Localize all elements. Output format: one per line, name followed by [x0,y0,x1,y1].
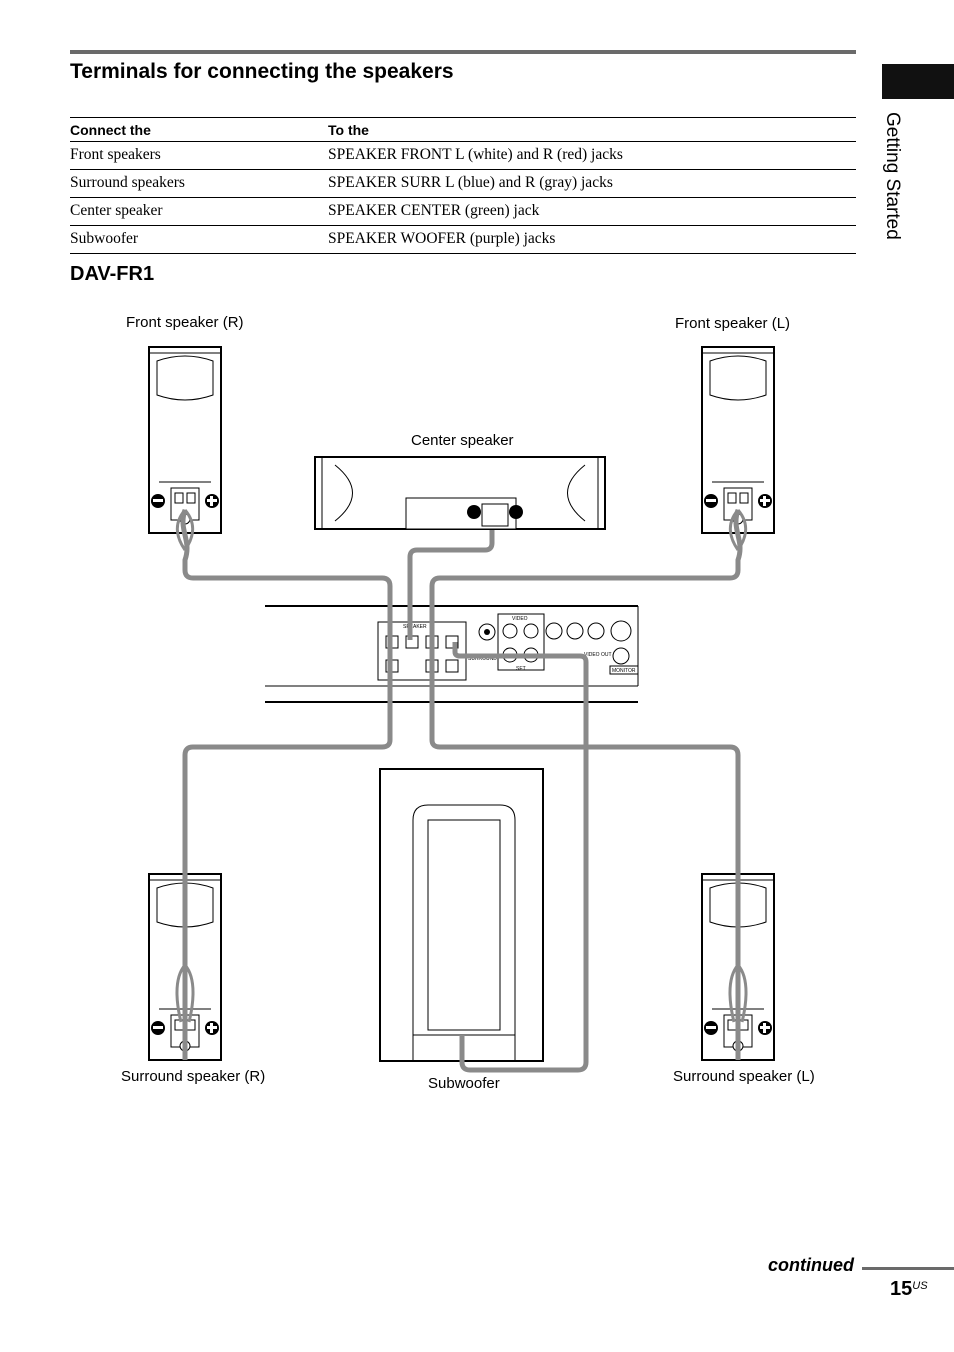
connection-diagram: SPEAKER VIDEO SET SURROUND VIDEO OUT MON… [0,300,954,1120]
panel-label-video-out: VIDEO OUT [584,652,612,658]
continued-rule [862,1267,954,1270]
table-cell: SPEAKER SURR L (blue) and R (gray) jacks [328,169,856,198]
page-number-value: 15 [890,1278,913,1300]
label-front-right: Front speaker (R) [126,314,244,331]
subwoofer [379,768,544,1062]
side-tab: Getting Started [870,112,936,272]
page-number: 15US [890,1278,928,1301]
table-cell: SPEAKER FRONT L (white) and R (red) jack… [328,141,856,170]
label-surround-right: Surround speaker (R) [121,1068,266,1085]
table-cell: Surround speakers [70,169,328,198]
column-header-to: To the [328,117,856,142]
panel-label-video: VIDEO [512,616,528,622]
receiver-panel [265,605,639,703]
speaker-cables [180,509,743,1073]
speaker-cable-splits [175,509,748,1023]
table-cell: Front speakers [70,141,328,170]
table-cell: Subwoofer [70,225,328,254]
subwoofer-cable [452,642,589,1073]
center-cable [407,530,495,640]
panel-label-set: SET [516,666,526,672]
label-front-left: Front speaker (L) [675,315,791,332]
page-number-suffix: US [912,1280,928,1292]
table-cell: SPEAKER WOOFER (purple) jacks [328,225,856,254]
diagram-svg: SPEAKER VIDEO SET SURROUND VIDEO OUT MON… [148,346,775,1073]
front-right-cable [180,509,393,1060]
top-rule [70,50,856,54]
section-title: Terminals for connecting the speakers [70,60,454,83]
front-left-cable [429,509,743,1060]
table-cell: SPEAKER CENTER (green) jack [328,197,856,226]
panel-label-speaker: SPEAKER [403,624,427,630]
table-header-row: Connect the To the [70,117,856,142]
side-tab-marker [882,64,954,99]
continued-label: continued [768,1255,854,1275]
panel-label-surround: SURROUND [468,656,497,662]
label-surround-left: Surround speaker (L) [673,1068,815,1085]
model-heading: DAV-FR1 [70,263,155,285]
table-cell: Center speaker [70,197,328,226]
center-speaker [314,456,606,530]
front-left-speaker [701,346,775,534]
panel-label-monitor: MONITOR [612,668,636,674]
column-header-connect: Connect the [70,117,328,142]
front-right-speaker [148,346,222,534]
label-subwoofer: Subwoofer [428,1075,500,1092]
label-center: Center speaker [411,432,514,449]
side-tab-label: Getting Started [882,112,903,240]
